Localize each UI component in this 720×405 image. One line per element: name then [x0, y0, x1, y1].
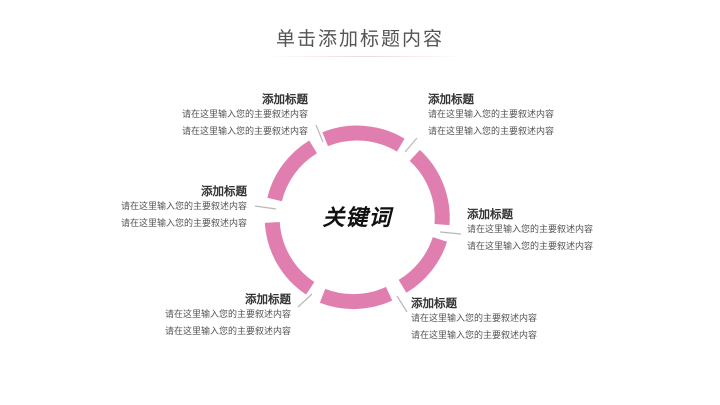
block-line: 请在这里输入您的主要叙述内容: [181, 127, 308, 137]
title-underline: [268, 56, 464, 57]
block-title: 添加标题: [428, 92, 474, 106]
ring-segment-upper-left[interactable]: [267, 140, 318, 202]
ring-segment-top[interactable]: [322, 125, 405, 152]
ring-segment-upper-right[interactable]: [409, 149, 450, 226]
leader-line-right: [439, 231, 462, 235]
text-block-left[interactable]: 添加标题 请在这里输入您的主要叙述内容 请在这里输入您的主要叙述内容: [121, 182, 247, 233]
block-line: 请在这里输入您的主要叙述内容: [467, 242, 594, 252]
ring-segment-lower-right[interactable]: [398, 236, 448, 293]
block-title: 添加标题: [262, 92, 308, 106]
leader-line-top-left: [315, 124, 324, 143]
text-block-top-left[interactable]: 添加标题 请在这里输入您的主要叙述内容 请在这里输入您的主要叙述内容: [182, 90, 308, 141]
block-title: 添加标题: [467, 207, 513, 221]
block-line: 请在这里输入您的主要叙述内容: [411, 331, 538, 341]
block-line: 请在这里输入您的主要叙述内容: [428, 127, 555, 137]
block-line: 请在这里输入您的主要叙述内容: [164, 327, 291, 337]
block-line: 请在这里输入您的主要叙述内容: [181, 110, 308, 120]
block-line: 请在这里输入您的主要叙述内容: [467, 225, 594, 235]
leader-lines: [254, 124, 462, 313]
leader-line-bottom-left: [297, 293, 313, 308]
block-title: 添加标题: [411, 296, 457, 310]
slide-title[interactable]: 单击添加标题内容: [275, 28, 444, 50]
ring-segment-lower-left[interactable]: [264, 221, 315, 295]
block-line: 请在这里输入您的主要叙述内容: [120, 202, 247, 212]
block-line: 请在这里输入您的主要叙述内容: [428, 110, 555, 120]
leader-line-bottom-right: [396, 295, 408, 313]
ring-segment-bottom[interactable]: [319, 286, 393, 310]
block-line: 请在这里输入您的主要叙述内容: [164, 310, 291, 320]
block-title: 添加标题: [245, 292, 291, 306]
text-block-bottom-left[interactable]: 添加标题 请在这里输入您的主要叙述内容 请在这里输入您的主要叙述内容: [165, 290, 291, 341]
text-block-right[interactable]: 添加标题 请在这里输入您的主要叙述内容 请在这里输入您的主要叙述内容: [467, 205, 593, 256]
leader-line-top-right: [404, 137, 418, 153]
text-block-top-right[interactable]: 添加标题 请在这里输入您的主要叙述内容 请在这里输入您的主要叙述内容: [428, 90, 554, 141]
leader-line-left: [254, 205, 277, 210]
block-title: 添加标题: [201, 184, 247, 198]
center-keyword[interactable]: 关键词: [322, 206, 392, 231]
block-line: 请在这里输入您的主要叙述内容: [411, 314, 538, 324]
block-line: 请在这里输入您的主要叙述内容: [120, 219, 247, 229]
text-block-bottom-right[interactable]: 添加标题 请在这里输入您的主要叙述内容 请在这里输入您的主要叙述内容: [411, 294, 537, 345]
